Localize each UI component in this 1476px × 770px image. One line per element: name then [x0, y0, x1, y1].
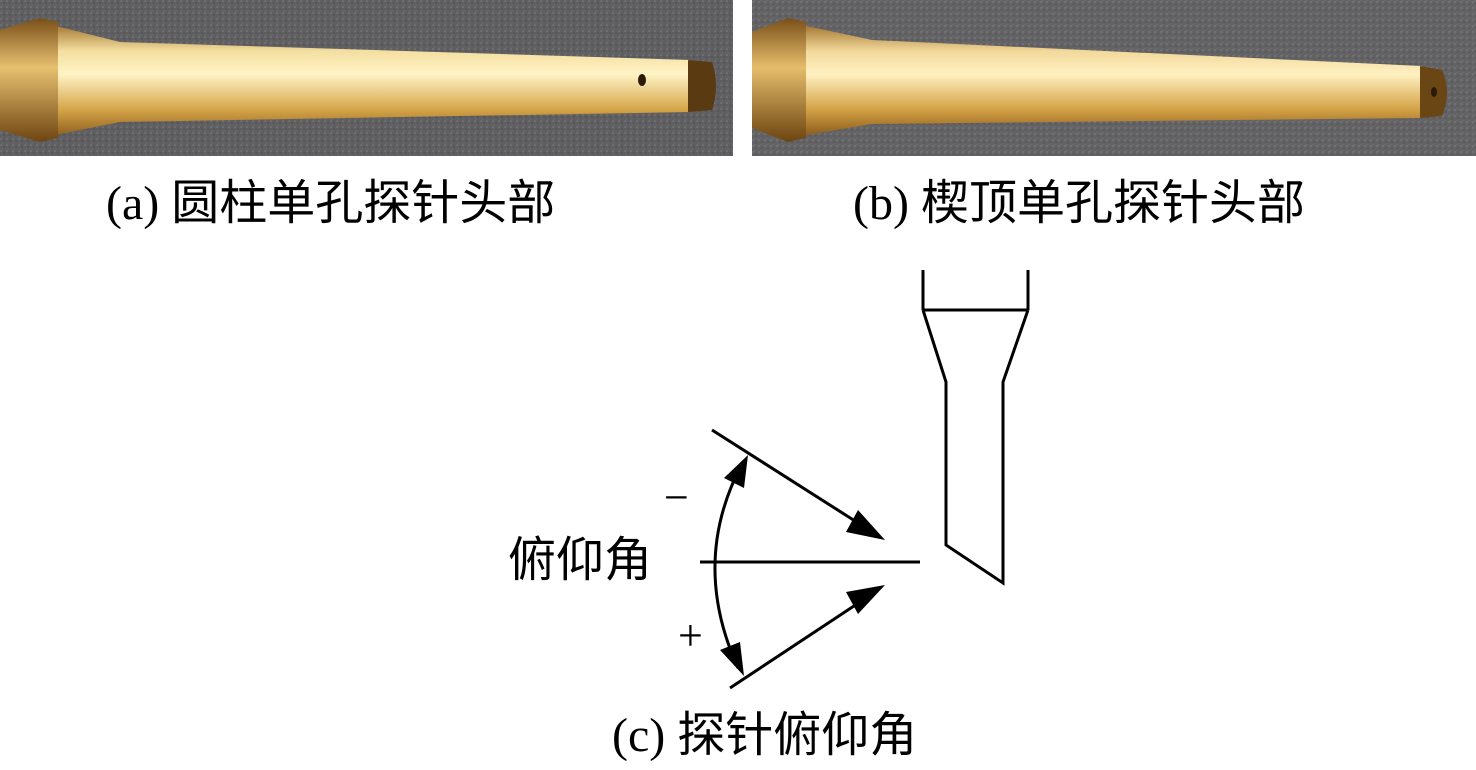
negative-flow-arrow [711, 428, 885, 540]
negative-flow-line [711, 428, 867, 530]
negative-flow-arrowhead [846, 510, 885, 540]
photo-cylinder-probe [0, 0, 733, 156]
angle-arc-arrow-down [720, 642, 744, 676]
angle-arc [713, 455, 748, 676]
caption-c: (c) 探针俯仰角 [612, 709, 918, 762]
caption-a: (a) 圆柱单孔探针头部 [106, 177, 556, 230]
photo-wedge-probe [752, 0, 1476, 156]
probe-wedge-tip [921, 309, 1030, 586]
angle-arc-arrow-up [724, 455, 748, 488]
positive-flow-arrowhead [846, 585, 885, 614]
angle-arc-curve [713, 463, 744, 669]
cylinder-probe-image [0, 0, 733, 156]
probe-outline [921, 270, 1030, 586]
positive-flow-arrow [729, 585, 885, 690]
positive-flow-line [729, 596, 867, 690]
minus-sign-label: − [664, 473, 689, 522]
plus-sign-label: + [678, 611, 703, 660]
pitch-angle-label: 俯仰角 [508, 534, 652, 587]
caption-b: (b) 楔顶单孔探针头部 [853, 177, 1305, 230]
wedge-probe-image [752, 0, 1476, 156]
